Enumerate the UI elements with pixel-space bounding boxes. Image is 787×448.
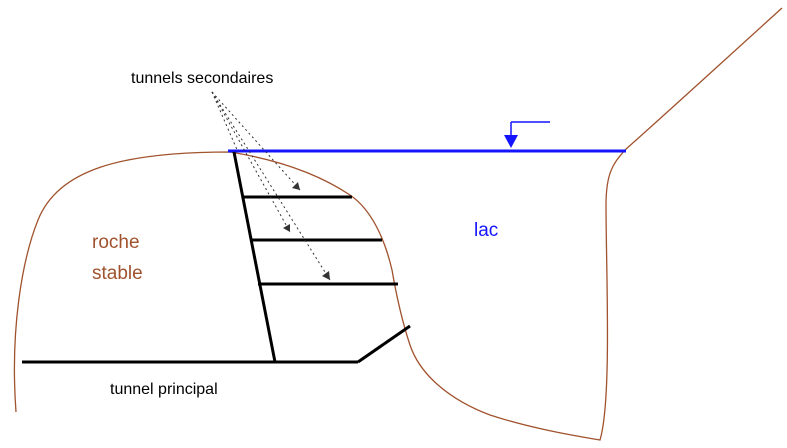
label-main-tunnel: tunnel principal	[110, 381, 218, 398]
arrow-to-tunnel-1	[211, 91, 301, 191]
rock-outline	[13, 7, 783, 441]
arrow-to-tunnel-3	[211, 91, 331, 281]
pointer-arrows	[211, 91, 331, 281]
water-level-marker-icon	[504, 121, 550, 148]
arrow-head-3	[322, 271, 330, 280]
arrow-head-1	[292, 182, 300, 190]
arrow-to-shaft-top	[211, 91, 239, 153]
label-secondary-tunnels: tunnels secondaires	[131, 70, 273, 87]
tunnels	[22, 151, 411, 364]
arrow-head-2	[283, 224, 290, 232]
inclined-shaft	[232, 151, 277, 363]
arrow-to-tunnel-2	[211, 91, 291, 233]
main-tunnel-branch	[357, 324, 411, 364]
label-rock-line1: roche	[92, 232, 140, 253]
label-lake: lac	[474, 220, 498, 241]
label-rock-line2: stable	[92, 263, 143, 284]
